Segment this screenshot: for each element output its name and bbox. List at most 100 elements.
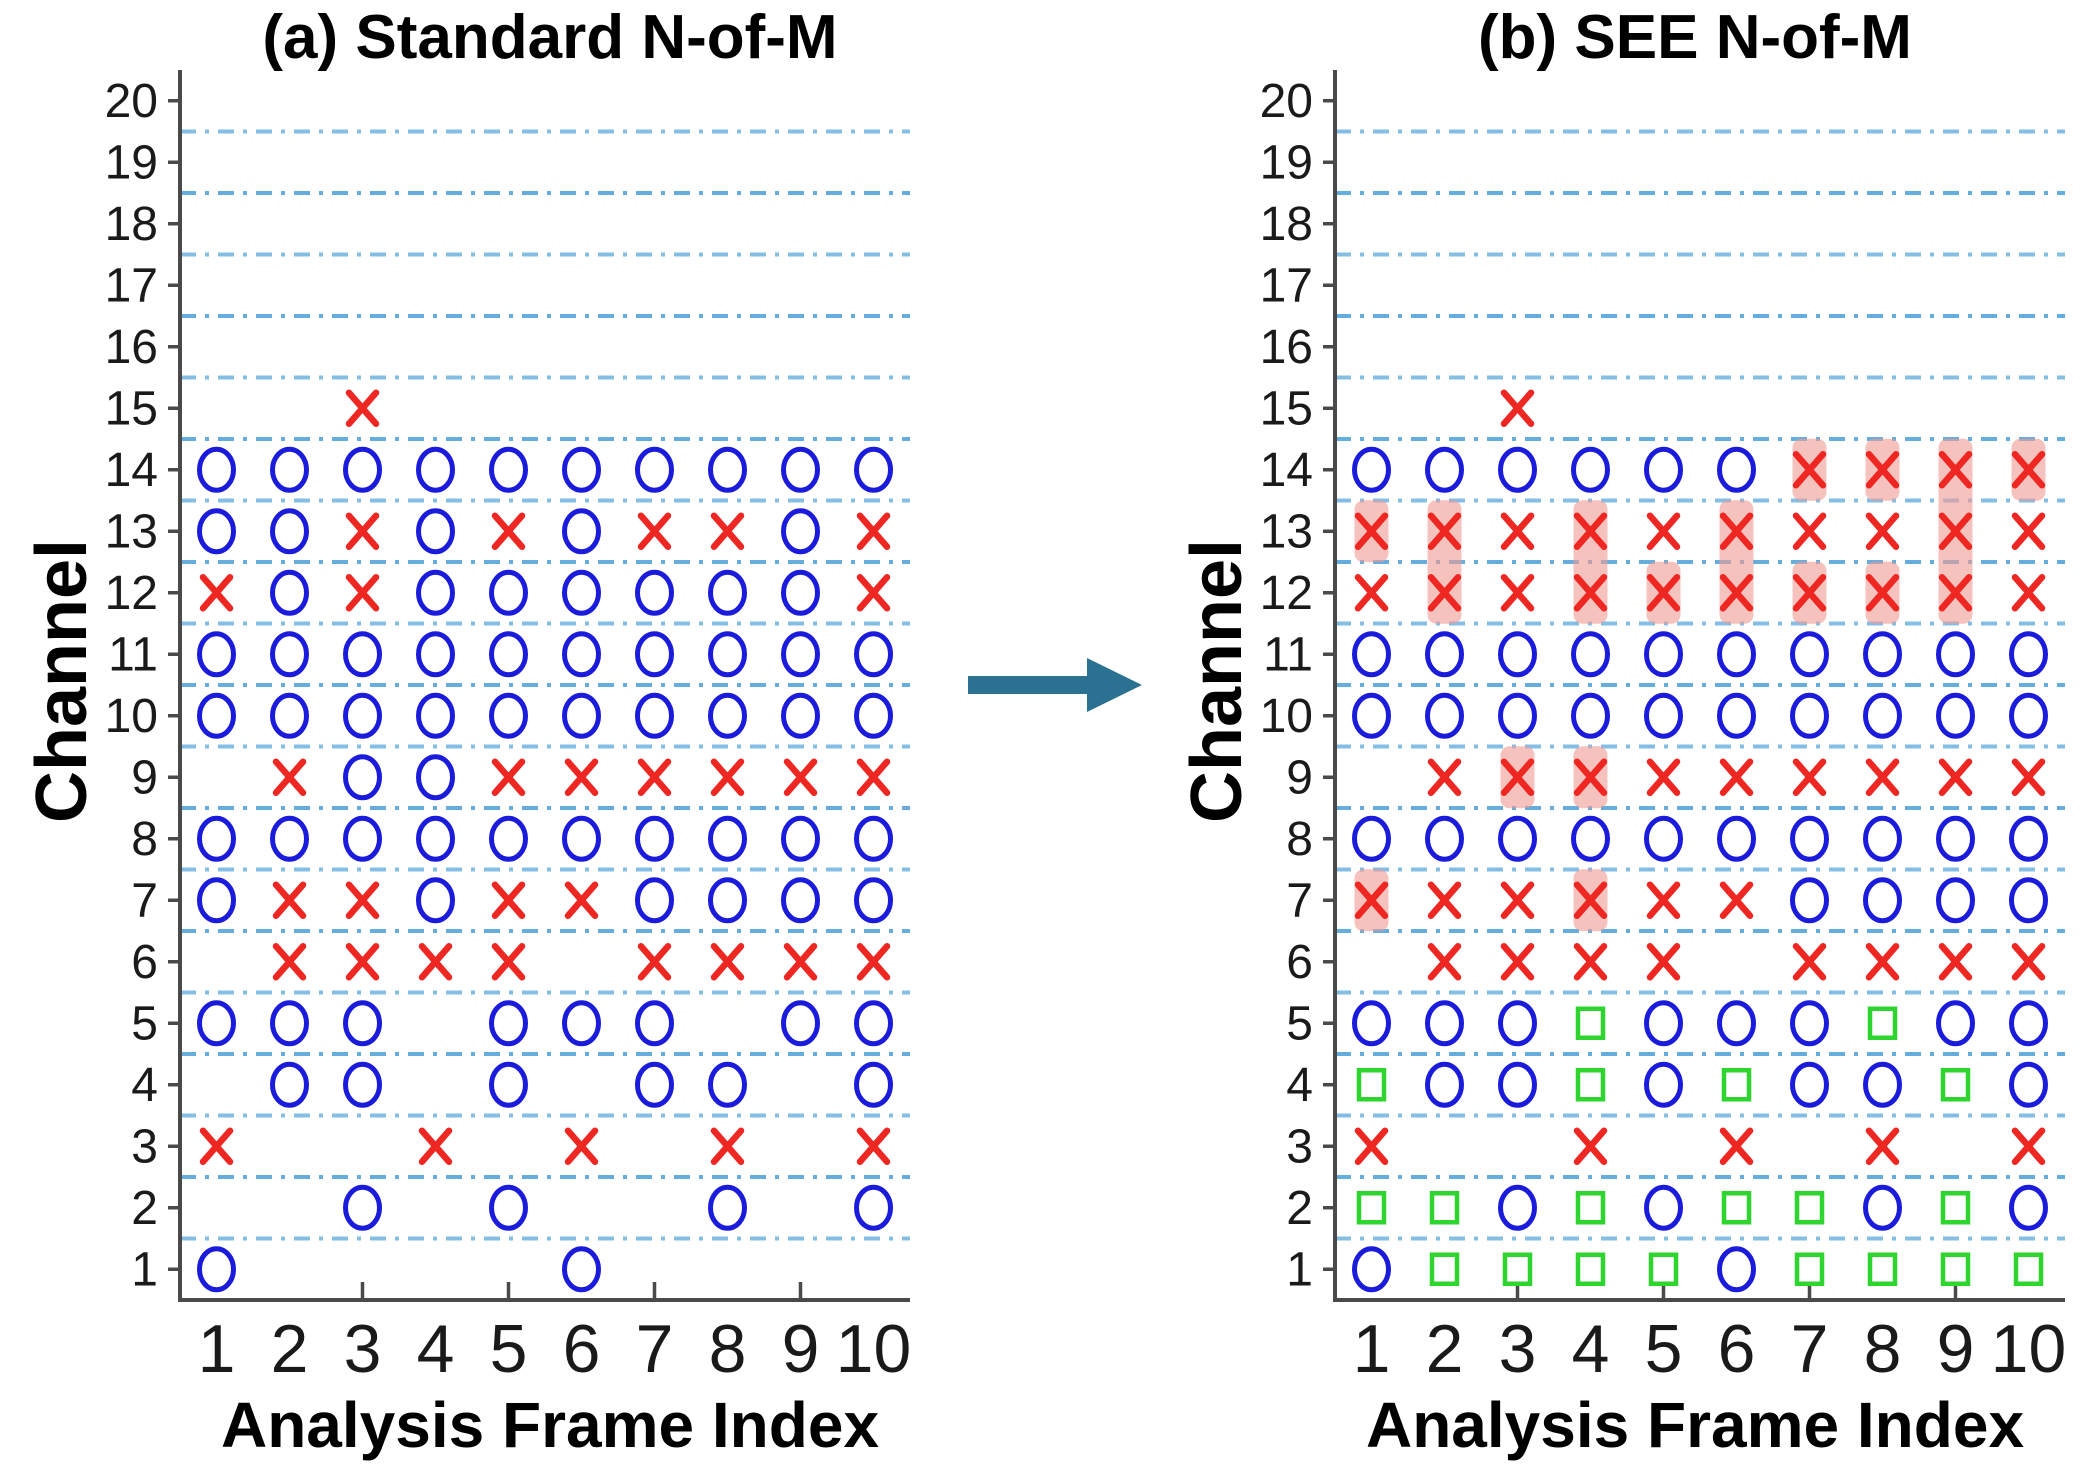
circle-marker [708,877,747,924]
circle-marker [708,446,747,493]
x-marker [710,1127,745,1165]
y-tick-label: 11 [108,628,158,681]
y-tick-label: 12 [105,567,158,620]
circle-marker [2009,815,2048,862]
x-marker [1427,574,1462,612]
x-marker [710,758,745,796]
circle-marker [1717,446,1756,493]
circle-marker [1863,692,1902,739]
x-marker [1792,451,1827,489]
circle-marker [854,877,893,924]
x-marker [272,758,307,796]
circle-marker [708,692,747,739]
x-tick-label: 2 [1426,1311,1464,1387]
x-marker [1500,881,1535,919]
x-marker [1938,512,1973,550]
circle-marker [2009,631,2048,678]
x-marker [1646,943,1681,981]
y-tick-label: 11 [1263,628,1313,681]
square-marker [1794,1191,1825,1225]
square-marker [1648,1252,1679,1286]
x-marker [1354,574,1389,612]
circle-marker [1425,815,1464,862]
x-tick-label: 10 [1991,1311,2067,1387]
circle-marker [781,692,820,739]
x-marker [564,758,599,796]
x-marker [1573,1127,1608,1165]
circle-marker [1790,1061,1829,1108]
circle-marker [1790,692,1829,739]
x-marker [272,943,307,981]
highlight-box [1573,500,1608,624]
circle-marker [1571,815,1610,862]
panel-b-xlabel: Analysis Frame Index [1365,1389,2025,1461]
x-marker [1427,881,1462,919]
circle-marker [343,692,382,739]
x-marker [1792,512,1827,550]
circle-marker [781,631,820,678]
circle-marker [854,631,893,678]
x-marker [564,1127,599,1165]
x-tick-label: 1 [198,1311,236,1387]
circle-marker [562,569,601,616]
circle-marker [562,508,601,555]
y-tick-label: 6 [1286,936,1313,989]
x-marker [1938,451,1973,489]
y-tick-label: 19 [105,136,158,189]
x-marker [1719,758,1754,796]
x-marker [637,512,672,550]
circle-marker [1425,1000,1464,1047]
x-tick-label: 8 [1864,1311,1902,1387]
x-tick-label: 4 [1572,1311,1610,1387]
square-marker [1867,1252,1898,1286]
circle-marker [1790,631,1829,678]
x-marker [1573,758,1608,796]
circle-marker [1717,692,1756,739]
x-marker [1719,574,1754,612]
x-marker [783,943,818,981]
x-marker [2011,512,2046,550]
x-marker [637,758,672,796]
circle-marker [562,1000,601,1047]
x-marker [1865,451,1900,489]
y-tick-label: 5 [131,997,158,1050]
circle-marker [270,1000,309,1047]
x-marker [856,512,891,550]
y-tick-label: 9 [1286,751,1313,804]
x-marker [1646,574,1681,612]
x-tick-label: 9 [1937,1311,1975,1387]
circle-marker [1425,631,1464,678]
circle-marker [854,1000,893,1047]
circle-marker [1352,815,1391,862]
x-marker [491,512,526,550]
y-tick-label: 4 [131,1059,158,1112]
square-marker [1356,1068,1387,1102]
circle-marker [416,508,455,555]
x-marker [1500,389,1535,427]
x-marker [1500,943,1535,981]
y-tick-label: 14 [1260,444,1313,497]
square-marker [1429,1191,1460,1225]
x-marker [1646,881,1681,919]
circle-marker [343,754,382,801]
x-marker [2011,1127,2046,1165]
circle-marker [1863,877,1902,924]
x-marker [1865,1127,1900,1165]
y-tick-label: 2 [1286,1182,1313,1235]
circle-marker [489,1061,528,1108]
x-marker [1646,758,1681,796]
panel-b-ylabel: Channel [1177,538,1257,824]
circle-marker [2009,692,2048,739]
x-tick-label: 8 [709,1311,747,1387]
x-tick-label: 9 [782,1311,820,1387]
y-tick-label: 8 [1286,813,1313,866]
x-marker [1427,943,1462,981]
circle-marker [2009,1000,2048,1047]
y-tick-label: 18 [105,198,158,251]
y-tick-label: 19 [1260,136,1313,189]
circle-marker [708,1184,747,1231]
y-tick-label: 7 [131,874,158,927]
square-marker [2013,1252,2044,1286]
circle-marker [197,877,236,924]
x-marker [710,943,745,981]
